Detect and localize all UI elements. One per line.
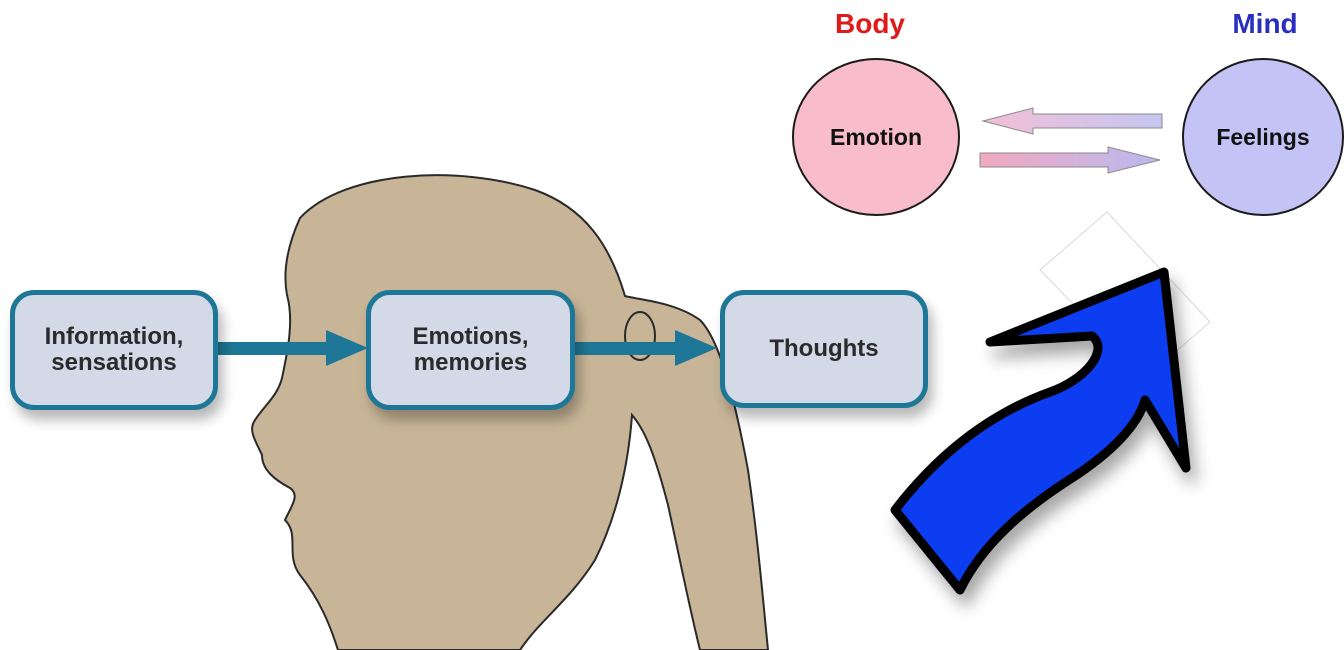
box-thoughts: Thoughts <box>720 290 928 408</box>
emotion-circle: Emotion <box>792 58 960 216</box>
emotion-label: Emotion <box>830 124 922 151</box>
body-heading: Body <box>815 8 925 40</box>
box-emotions-memories-label: Emotions, memories <box>412 324 528 376</box>
box-information-sensations-label: Information, sensations <box>45 324 184 376</box>
feelings-label: Feelings <box>1216 124 1309 151</box>
arrow-feelings-to-emotion <box>983 108 1162 134</box>
box-information-sensations: Information, sensations <box>10 290 218 410</box>
mind-heading: Mind <box>1210 8 1320 40</box>
box-emotions-memories: Emotions, memories <box>366 290 575 410</box>
arrow-emotion-to-feelings <box>980 147 1160 173</box>
box-thoughts-label: Thoughts <box>769 336 878 362</box>
curved-arrow-up-right-icon <box>895 272 1186 590</box>
head-icon <box>252 175 768 650</box>
feelings-circle: Feelings <box>1182 58 1344 216</box>
